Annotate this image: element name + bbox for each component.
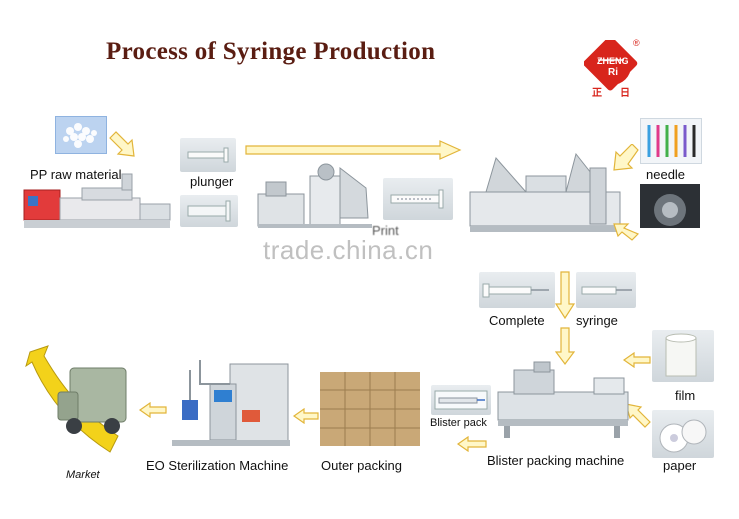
plunger-icon — [187, 147, 229, 163]
printed-syringe-icon — [390, 189, 444, 209]
assembly-machine-image — [256, 158, 376, 230]
brand-logo: ZHENG Ri ® 正 日 — [583, 36, 640, 99]
arrow-eo-to-market — [138, 402, 167, 418]
paper-roll-image — [652, 410, 714, 458]
label-syringe: syringe — [576, 313, 618, 328]
needle-hub-image — [640, 184, 700, 228]
assembly-machine-icon — [257, 163, 372, 228]
label-complete: Complete — [489, 313, 545, 328]
film-roll-image — [652, 330, 714, 382]
registered-mark: ® — [633, 38, 640, 48]
injection-molding-machine-image — [22, 160, 172, 230]
logo-cn-left: 正 — [592, 88, 602, 99]
syringe-icon-2 — [581, 286, 632, 295]
eo-sterilization-machine-image — [170, 350, 292, 448]
final-assembly-machine-image — [466, 148, 626, 234]
barrel-image — [180, 195, 238, 227]
page-title: Process of Syringe Production — [106, 38, 436, 65]
logo-text-top: ZHENG — [597, 56, 629, 66]
arrow-granules-to-injection — [109, 131, 135, 157]
label-pp-raw-material: PP raw material — [30, 167, 122, 182]
label-market: Market — [66, 469, 100, 481]
blister-packing-machine-image — [494, 358, 634, 442]
arrow-down-to-complete — [555, 271, 575, 320]
label-eo-sterilization-machine: EO Sterilization Machine — [146, 458, 289, 473]
needle-icon — [647, 125, 696, 157]
film-roll-icon — [665, 333, 697, 377]
outer-packing-image — [320, 372, 420, 446]
blister-machine-icon — [497, 361, 629, 438]
arrow-outer-to-eo — [292, 408, 319, 424]
eo-machine-icon — [172, 360, 290, 446]
blister-pack-icon — [434, 390, 488, 410]
arrow-needle-hub-to-machine — [613, 223, 640, 241]
plunger-image-top — [180, 138, 236, 172]
needle-image — [640, 118, 702, 164]
logo-text-mid: Ri — [608, 67, 618, 78]
label-film: film — [675, 388, 696, 403]
injection-machine-icon — [23, 173, 171, 228]
blister-pack-image — [431, 385, 491, 415]
barrel-icon — [187, 200, 231, 222]
paper-roll-icon — [659, 419, 707, 453]
arrow-down-to-blister-machine — [555, 327, 575, 365]
label-outer-packing: Outer packing — [321, 458, 402, 473]
complete-syringe-image-right — [576, 272, 636, 308]
truck-icon — [25, 345, 127, 453]
label-plunger: plunger — [190, 174, 234, 189]
logo-icon — [583, 36, 638, 91]
granules-icon — [63, 123, 97, 148]
market-truck-image — [18, 340, 136, 460]
arrow-film-to-blister — [622, 352, 651, 368]
complete-syringe-image-left — [479, 272, 555, 308]
arrow-top-to-assembly — [245, 140, 462, 160]
label-paper: paper — [663, 458, 697, 473]
needle-hub-icon — [654, 194, 686, 226]
logo-cn-right: 日 — [620, 88, 630, 99]
final-assembly-icon — [469, 152, 621, 232]
label-blister-pack: Blister pack — [430, 417, 487, 429]
pp-granules-image — [55, 116, 107, 154]
arrow-needle-to-machine — [613, 144, 639, 171]
label-blister-packing-machine: Blister packing machine — [487, 453, 625, 468]
printed-barrel-image — [383, 178, 453, 220]
cartons-icon — [320, 372, 420, 446]
label-needle: needle — [646, 167, 686, 182]
arrow-blister-to-outer — [456, 436, 487, 452]
syringe-icon — [482, 283, 549, 298]
watermark-text: trade.china.cn — [263, 235, 434, 265]
label-printing-partial: Print — [372, 223, 399, 238]
